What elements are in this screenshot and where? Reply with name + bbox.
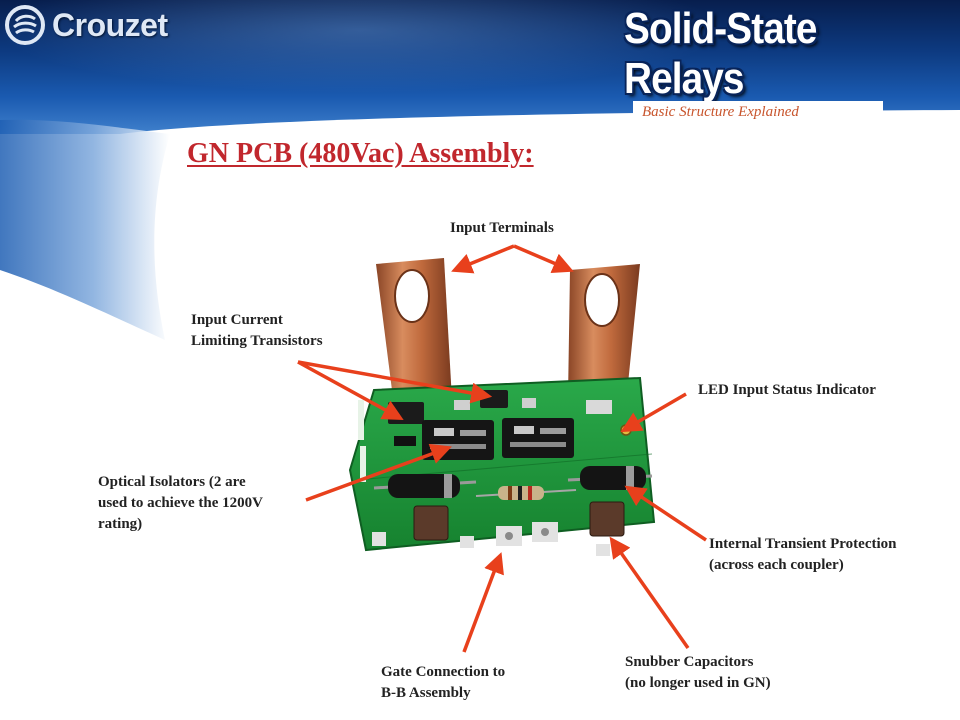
label-snubber-line-1: Snubber Capacitors bbox=[625, 654, 754, 670]
deck-subtitle: Basic Structure Explained bbox=[642, 104, 799, 120]
label-gate-line-1: Gate Connection to bbox=[381, 664, 506, 680]
label-optical-line-2: used to achieve the 1200V bbox=[98, 495, 263, 511]
label-optical-line-3: rating) bbox=[98, 516, 143, 532]
crouzet-logo: Crouzet bbox=[4, 4, 168, 46]
snubber-capacitor-right bbox=[589, 501, 625, 537]
led-indicator bbox=[620, 424, 632, 436]
subtitle-box bbox=[633, 101, 883, 126]
label-snubber-line-2: (no longer used in GN) bbox=[625, 675, 771, 691]
snubber-capacitor-left bbox=[413, 505, 449, 541]
logo-text: Crouzet bbox=[52, 6, 168, 43]
label-gate: Gate Connection to B-B Assembly bbox=[381, 662, 505, 704]
resistor bbox=[475, 486, 577, 500]
optical-isolator-2 bbox=[502, 418, 574, 458]
label-input-current-line-2: Limiting Transistors bbox=[191, 333, 323, 349]
input-terminal-left bbox=[376, 258, 452, 406]
label-input-terminals-text: Input Terminals bbox=[450, 220, 554, 236]
input-terminal-right bbox=[568, 264, 640, 404]
label-transient-line-2: (across each coupler) bbox=[709, 557, 844, 573]
label-led: LED Input Status Indicator bbox=[698, 380, 876, 401]
label-snubber: Snubber Capacitors (no longer used in GN… bbox=[625, 652, 771, 694]
deck-title: Solid-State Relays bbox=[624, 4, 817, 103]
label-led-text: LED Input Status Indicator bbox=[698, 382, 876, 398]
slide-title: GN PCB (480Vac) Assembly: bbox=[187, 138, 534, 169]
input-transistor-2 bbox=[480, 390, 508, 408]
label-transient: Internal Transient Protection (across ea… bbox=[709, 534, 897, 576]
optical-isolator-1 bbox=[422, 420, 494, 460]
label-optical-line-1: Optical Isolators (2 are bbox=[98, 474, 246, 490]
label-optical: Optical Isolators (2 are used to achieve… bbox=[98, 472, 263, 535]
label-transient-line-1: Internal Transient Protection bbox=[709, 536, 897, 552]
input-transistor-1 bbox=[388, 402, 424, 424]
crouzet-logo-icon bbox=[5, 5, 45, 45]
label-input-current-line-1: Input Current bbox=[191, 312, 283, 328]
label-input-current: Input Current Limiting Transistors bbox=[191, 310, 323, 352]
label-gate-line-2: B-B Assembly bbox=[381, 685, 471, 701]
pcb-photo bbox=[348, 258, 656, 556]
transient-diode-right bbox=[567, 466, 653, 490]
label-input-terminals: Input Terminals bbox=[450, 218, 554, 239]
